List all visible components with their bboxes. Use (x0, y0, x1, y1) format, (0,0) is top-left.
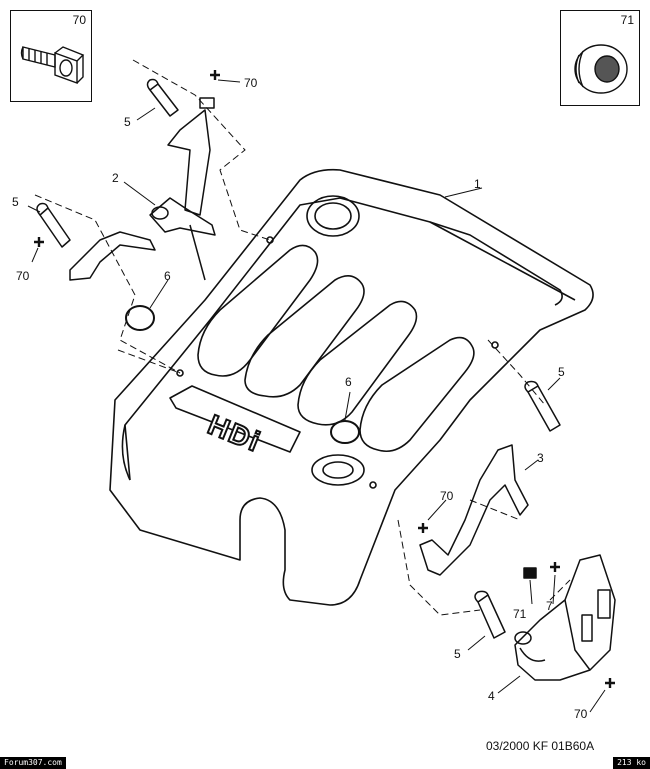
inset-bolt-number: 70 (72, 13, 86, 27)
callout-70-mid: 70 (440, 489, 454, 503)
callout-71: 71 (513, 607, 527, 621)
callout-3: 3 (537, 451, 544, 465)
inset-bolt: 70 (10, 10, 92, 102)
hdi-badge-text: HDi (204, 409, 266, 458)
hdi-badge-frame (169, 385, 301, 453)
cover-rib-4 (359, 336, 475, 453)
cover-rib-2 (244, 275, 365, 398)
cover-rib-1 (197, 244, 319, 377)
callout-6-center: 6 (345, 375, 352, 389)
injector-left (36, 202, 71, 248)
washer-icon (574, 44, 628, 94)
site-watermark: Forum307.com (0, 757, 66, 769)
clip-7 (523, 567, 537, 579)
cover-rib-3 (297, 300, 418, 426)
bracket-top (167, 109, 211, 216)
bolt-icon (20, 46, 85, 84)
callout-70-left: 70 (16, 269, 30, 283)
inset-washer-number: 71 (620, 13, 634, 27)
inset-washer: 71 (560, 10, 640, 106)
callout-5-top: 5 (124, 115, 131, 129)
injector-right (524, 380, 561, 432)
callout-6-left: 6 (164, 269, 171, 283)
callout-5-left: 5 (12, 195, 19, 209)
callout-4: 4 (488, 689, 495, 703)
callout-5-right: 5 (558, 365, 565, 379)
callout-5-lower: 5 (454, 647, 461, 661)
bracket-2 (149, 197, 216, 236)
callout-2: 2 (112, 171, 119, 185)
callout-70-bottom: 70 (574, 707, 588, 721)
bracket-left (69, 231, 156, 281)
bracket-3 (419, 444, 529, 576)
injector-top (146, 78, 179, 117)
injector-lower (474, 590, 506, 639)
diagram-reference-code: 03/2000 KF 01B60A (486, 739, 595, 753)
file-size-label: 213 ko (613, 757, 650, 769)
callout-7: 7 (546, 599, 553, 613)
callout-1: 1 (474, 177, 481, 191)
callout-70-top: 70 (244, 76, 258, 90)
engine-cover-outline (109, 168, 594, 606)
